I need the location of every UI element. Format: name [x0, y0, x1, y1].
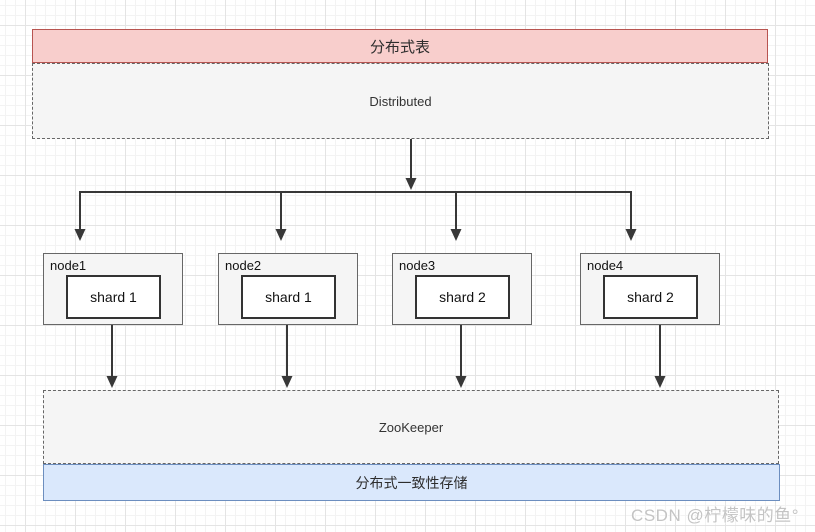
node1-label: node1: [50, 258, 87, 273]
node3-shard-box: shard 2: [415, 275, 510, 319]
node4-label: node4: [587, 258, 624, 273]
consistent-storage-box: 分布式一致性存储: [43, 464, 780, 501]
arrow-distributed-to-bar: [405, 139, 417, 190]
consistent-storage-label: 分布式一致性存储: [355, 474, 468, 491]
node2-shard-label: shard 1: [265, 289, 312, 305]
distributed-engine-box: Distributed: [32, 63, 769, 139]
arrowhead-down-icon: [450, 229, 462, 241]
node3-label: node3: [399, 258, 436, 273]
node2-box: node2 shard 1: [218, 253, 358, 325]
node4-box: node4 shard 2: [580, 253, 720, 325]
node1-shard-label: shard 1: [90, 289, 137, 305]
zookeeper-box: ZooKeeper: [43, 390, 779, 464]
arrowhead-down-icon: [405, 178, 417, 190]
arrowhead-down-icon: [625, 229, 637, 241]
arrowhead-down-icon: [281, 376, 293, 388]
distributed-table-label: 分布式表: [369, 38, 430, 56]
csdn-watermark: CSDN @柠檬味的鱼°: [631, 506, 799, 525]
distributed-engine-label: Distributed: [369, 93, 432, 109]
node4-shard-label: shard 2: [627, 289, 674, 305]
node1-shard-box: shard 1: [66, 275, 161, 319]
node2-shard-box: shard 1: [241, 275, 336, 319]
zookeeper-label: ZooKeeper: [378, 419, 444, 435]
arrowhead-down-icon: [654, 376, 666, 388]
arrows-nodes-to-zookeeper: [106, 325, 666, 388]
arrowhead-down-icon: [106, 376, 118, 388]
node3-box: node3 shard 2: [392, 253, 532, 325]
fanout-bar: [74, 191, 637, 241]
distributed-table-box: 分布式表: [32, 29, 768, 63]
node4-shard-box: shard 2: [603, 275, 698, 319]
arrowhead-down-icon: [455, 376, 467, 388]
node1-box: node1 shard 1: [43, 253, 183, 325]
node2-label: node2: [225, 258, 262, 273]
arrowhead-down-icon: [275, 229, 287, 241]
arrowhead-down-icon: [74, 229, 86, 241]
node3-shard-label: shard 2: [439, 289, 486, 305]
